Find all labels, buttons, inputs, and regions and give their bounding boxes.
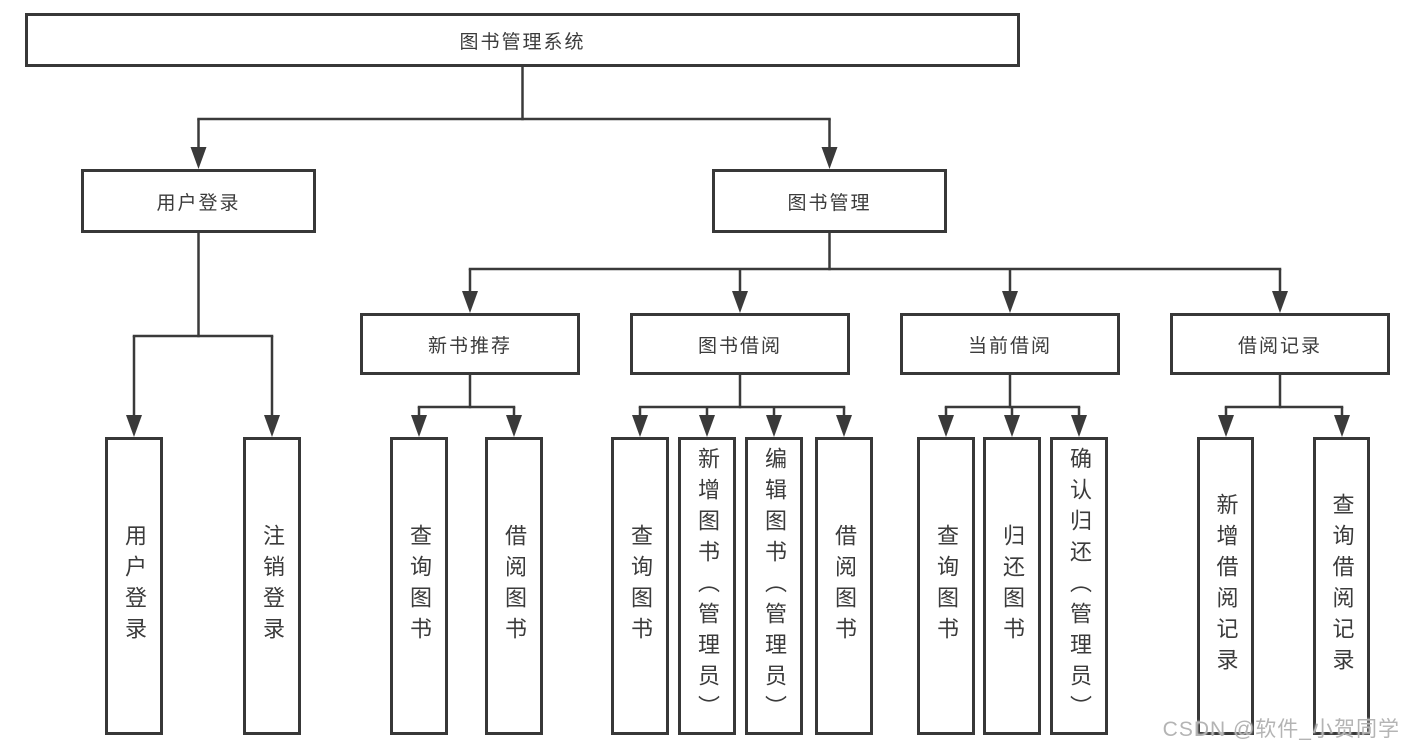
node-borrow-record: 借阅记录 [1170,313,1390,375]
leaf-return-books: 归还图书 [983,437,1041,735]
arrow-down-icon [1004,415,1020,437]
connector-borrow-record-children [1218,375,1350,437]
arrow-down-icon [766,415,782,437]
leaf-query-books-current: 查询图书 [917,437,975,735]
node-user-login: 用户登录 [81,169,316,233]
leaf-add-books-admin: 新增图书（管理员） [678,437,736,735]
connector-current-borrow-children [938,375,1087,437]
csdn-watermark: CSDN @软件_小贺同学 [1162,718,1400,741]
arrow-down-icon [462,291,478,313]
connector-user-login-children [126,233,280,437]
arrow-down-icon [1071,415,1087,437]
arrow-down-icon [1002,291,1018,313]
arrow-down-icon [1218,415,1234,437]
node-current-borrow: 当前借阅 [900,313,1120,375]
connector-book-borrow-children [632,375,852,437]
arrow-down-icon [1334,415,1350,437]
leaf-confirm-return-admin: 确认归还（管理员） [1050,437,1108,735]
arrow-down-icon [506,415,522,437]
leaf-borrow-books-newrec: 借阅图书 [485,437,543,735]
leaf-query-borrow-record: 查询借阅记录 [1313,437,1370,735]
connector-root-to-level2 [190,66,838,169]
arrow-down-icon [732,291,748,313]
node-book-borrow: 图书借阅 [630,313,850,375]
arrow-down-icon [821,147,838,169]
leaf-borrow-books: 借阅图书 [815,437,873,735]
node-book-management: 图书管理 [712,169,947,233]
leaf-query-books-newrec: 查询图书 [390,437,448,735]
node-new-book-recommend: 新书推荐 [360,313,580,375]
connector-new-book-rec-children [411,375,522,437]
node-root-book-management-system: 图书管理系统 [25,13,1020,67]
leaf-add-borrow-record: 新增借阅记录 [1197,437,1254,735]
leaf-user-login: 用户登录 [105,437,163,735]
arrow-down-icon [411,415,427,437]
arrow-down-icon [632,415,648,437]
arrow-down-icon [190,147,207,169]
arrow-down-icon [1272,291,1288,313]
connector-book-mgmt-to-level3 [462,233,1288,313]
arrow-down-icon [126,415,142,437]
arrow-down-icon [938,415,954,437]
arrow-down-icon [836,415,852,437]
arrow-down-icon [699,415,715,437]
leaf-logout: 注销登录 [243,437,301,735]
arrow-down-icon [264,415,280,437]
leaf-edit-books-admin: 编辑图书（管理员） [745,437,803,735]
leaf-query-books-borrow: 查询图书 [611,437,669,735]
